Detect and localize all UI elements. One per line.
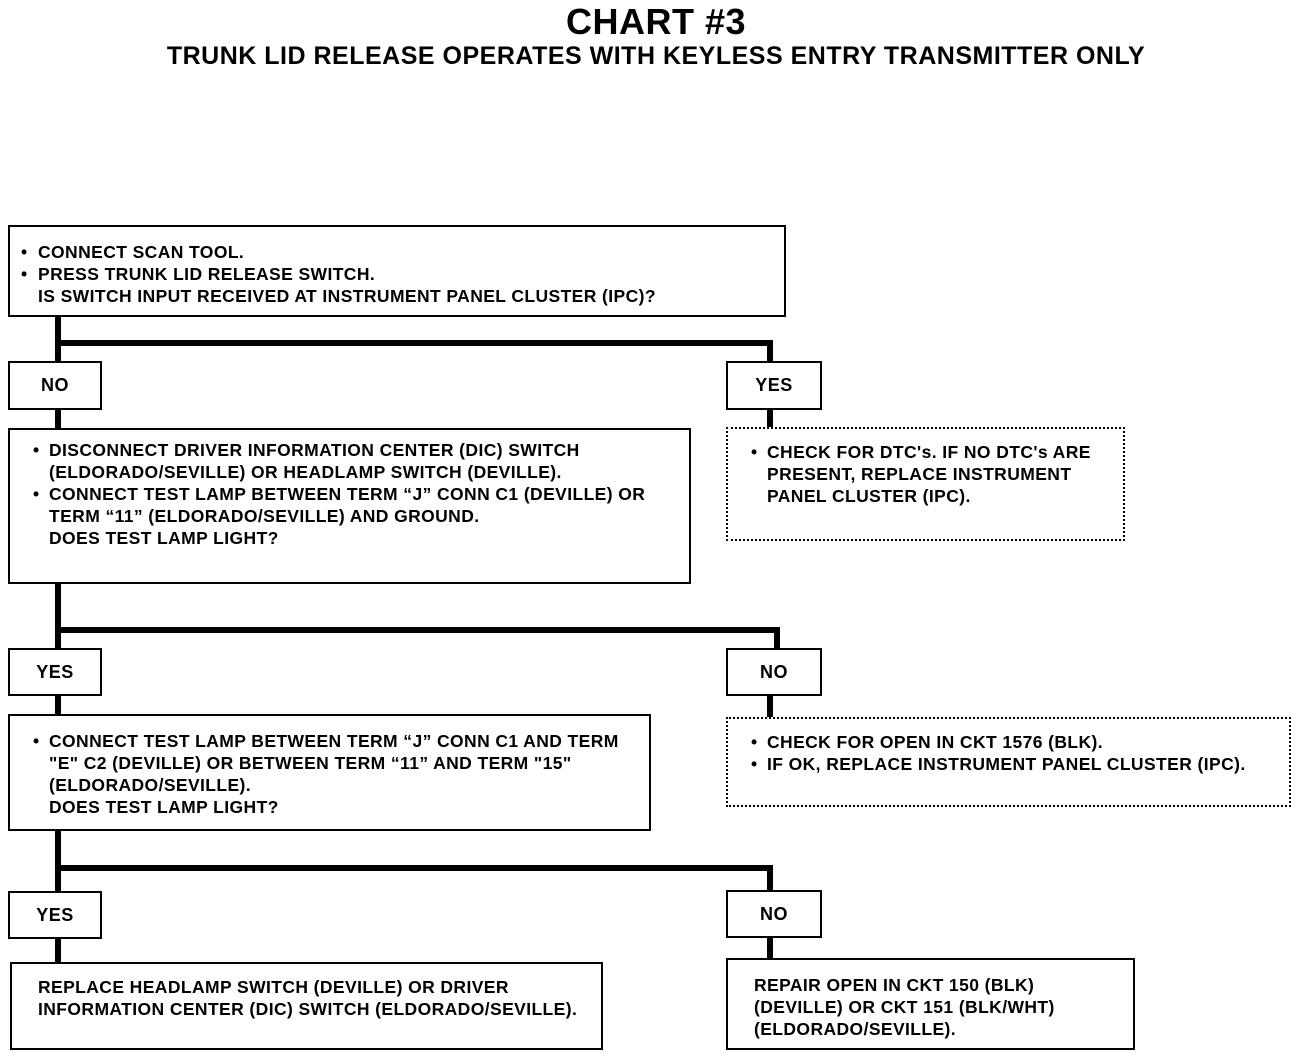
result-1-box: CHECK FOR DTC's. IF NO DTC's ARE PRESENT… [726, 427, 1125, 541]
step-2-bullet: DISCONNECT DRIVER INFORMATION CENTER (DI… [32, 439, 681, 483]
step-1-bullet: CONNECT SCAN TOOL. [20, 241, 776, 263]
result-2-box: CHECK FOR OPEN IN CKT 1576 (BLK). IF OK,… [726, 717, 1291, 807]
result-3-box: REPLACE HEADLAMP SWITCH (DEVILLE) OR DRI… [10, 962, 603, 1050]
step-2-bullet: CONNECT TEST LAMP BETWEEN TERM “J” CONN … [32, 483, 681, 527]
branch-label-yes: YES [726, 361, 822, 410]
branch-label-no: NO [726, 648, 822, 696]
connector-step1-bar [55, 340, 773, 364]
chart-subtitle: TRUNK LID RELEASE OPERATES WITH KEYLESS … [166, 42, 1146, 70]
result-3-text: REPLACE HEADLAMP SWITCH (DEVILLE) OR DRI… [38, 977, 578, 1019]
step-3-bullets: CONNECT TEST LAMP BETWEEN TERM “J” CONN … [32, 730, 641, 796]
step-3-box: CONNECT TEST LAMP BETWEEN TERM “J” CONN … [8, 714, 651, 831]
chart-title: CHART #3 [565, 1, 747, 42]
step-3-bullet: CONNECT TEST LAMP BETWEEN TERM “J” CONN … [32, 730, 641, 796]
step-1-box: CONNECT SCAN TOOL. PRESS TRUNK LID RELEA… [8, 225, 786, 317]
result-1-bullet: CHECK FOR DTC's. IF NO DTC's ARE PRESENT… [750, 441, 1115, 507]
step-1-question: IS SWITCH INPUT RECEIVED AT INSTRUMENT P… [38, 286, 656, 306]
step-1-bullets: CONNECT SCAN TOOL. PRESS TRUNK LID RELEA… [20, 241, 776, 285]
result-4-box: REPAIR OPEN IN CKT 150 (BLK) (DEVILLE) O… [726, 958, 1135, 1050]
branch-label-yes: YES [8, 891, 102, 939]
branch-label-no: NO [726, 890, 822, 938]
step-2-box: DISCONNECT DRIVER INFORMATION CENTER (DI… [8, 428, 691, 584]
step-2-question: DOES TEST LAMP LIGHT? [49, 528, 279, 548]
step-3-question: DOES TEST LAMP LIGHT? [49, 797, 279, 817]
result-2-bullets: CHECK FOR OPEN IN CKT 1576 (BLK). IF OK,… [750, 731, 1281, 775]
branch-label-yes: YES [8, 648, 102, 696]
result-2-bullet: CHECK FOR OPEN IN CKT 1576 (BLK). [750, 731, 1281, 753]
branch-label-no: NO [8, 361, 102, 410]
step-2-bullets: DISCONNECT DRIVER INFORMATION CENTER (DI… [32, 439, 681, 527]
result-1-bullets: CHECK FOR DTC's. IF NO DTC's ARE PRESENT… [750, 441, 1115, 507]
result-2-bullet: IF OK, REPLACE INSTRUMENT PANEL CLUSTER … [750, 753, 1281, 775]
result-4-text: REPAIR OPEN IN CKT 150 (BLK) (DEVILLE) O… [754, 975, 1055, 1039]
step-1-bullet: PRESS TRUNK LID RELEASE SWITCH. [20, 263, 776, 285]
connector-step3-bar [55, 865, 773, 896]
connector-step2-bar [55, 627, 780, 651]
